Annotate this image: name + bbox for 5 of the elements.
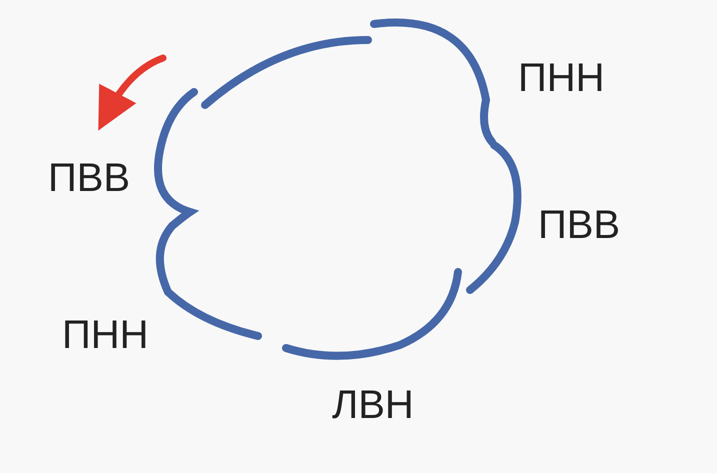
segment-label: ЛВН xyxy=(332,385,414,425)
segment-label: ПНН xyxy=(518,58,605,98)
segment-label: ПВВ xyxy=(48,158,130,198)
segment-label: ПНН xyxy=(62,315,149,355)
segment-label: ПВВ xyxy=(538,205,620,245)
